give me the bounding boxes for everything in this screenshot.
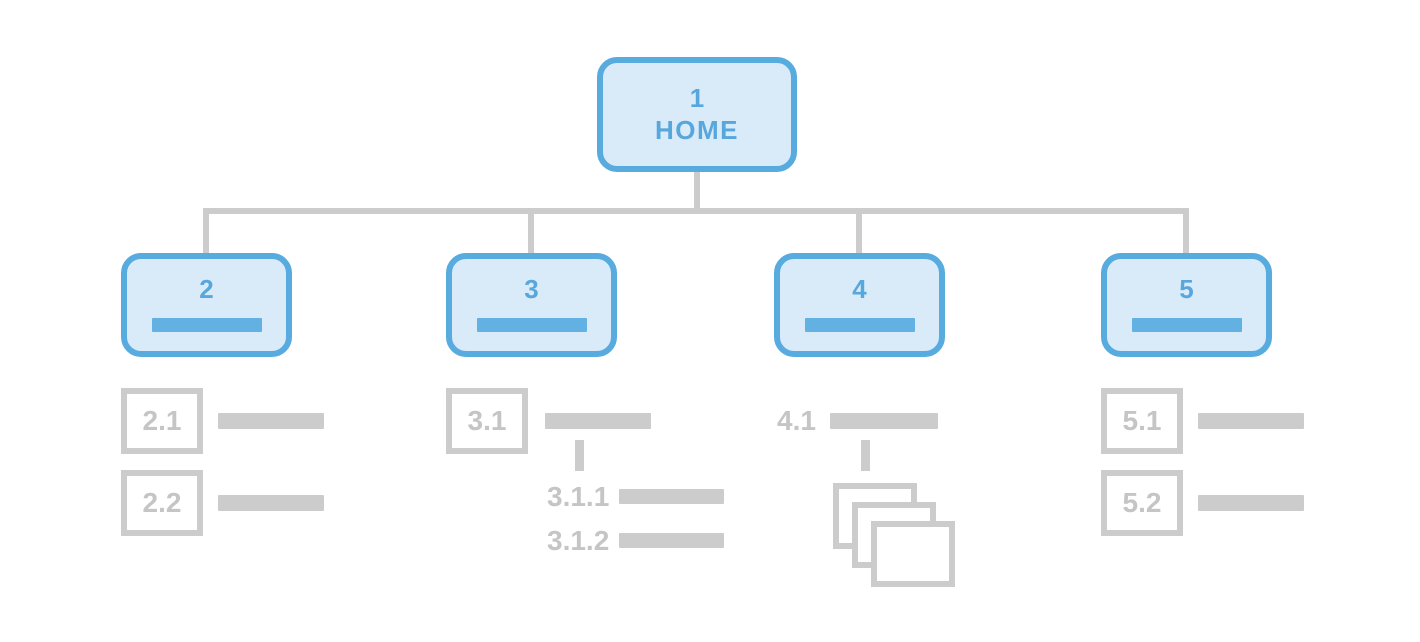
subpage-2-1-text-bar-placeholder: [218, 413, 324, 429]
subpage-3-1-text-bar-placeholder: [545, 413, 651, 429]
connector-drop-node3: [528, 208, 534, 254]
subpage-box-2-1: 2.1: [121, 388, 203, 454]
node-3-title-bar-placeholder: [476, 318, 587, 333]
subpage-box-5-1: 5.1: [1101, 388, 1183, 454]
subpage-2-2-text-bar-placeholder: [218, 495, 324, 511]
connector-root-stem: [694, 172, 700, 209]
node-3-number: 3: [524, 274, 539, 304]
subpage-box-2-2: 2.2: [121, 470, 203, 536]
subpage-3-1-2-label: 3.1.2: [547, 525, 610, 556]
node-home-label: HOME: [655, 115, 739, 145]
node-5-number: 5: [1179, 274, 1194, 304]
subpage-box-3-1: 3.1: [446, 388, 528, 454]
connector-trunk: [203, 208, 1189, 214]
node-4: 4: [774, 253, 945, 357]
connector-drop-node2: [203, 208, 209, 254]
node-4-title-bar-placeholder: [804, 318, 915, 333]
subpage-3-1-1-text-bar-placeholder: [619, 489, 724, 504]
node-5-title-bar-placeholder: [1131, 318, 1242, 333]
connector-drop-node5: [1183, 208, 1189, 254]
subpage-box-5-2: 5.2: [1101, 470, 1183, 536]
subpage-2-2-label: 2.2: [142, 487, 182, 518]
subpage-3-1-label: 3.1: [467, 405, 507, 436]
page-sheet-front: [871, 521, 955, 587]
subpage-3-1-2-text-bar-placeholder: [619, 533, 724, 548]
subpage-2-1-label: 2.1: [142, 405, 182, 436]
subpage-5-2-label: 5.2: [1122, 487, 1162, 518]
subpage-5-2-text-bar-placeholder: [1198, 495, 1304, 511]
connector-stub-3-1: [575, 440, 584, 471]
subpage-4-1-text-bar-placeholder: [830, 413, 938, 429]
node-2: 2: [121, 253, 292, 357]
subpage-5-1-label: 5.1: [1122, 405, 1162, 436]
connector-drop-node4: [856, 208, 862, 254]
subpage-4-1-label: 4.1: [777, 405, 816, 436]
connector-stub-4-1: [861, 440, 870, 471]
node-3: 3: [446, 253, 617, 357]
node-2-title-bar-placeholder: [151, 318, 262, 333]
subpage-3-1-1-label: 3.1.1: [547, 481, 610, 512]
node-2-number: 2: [199, 274, 214, 304]
node-home: 1 HOME: [597, 57, 797, 172]
stacked-pages-icon: [833, 483, 955, 587]
subpage-5-1-text-bar-placeholder: [1198, 413, 1304, 429]
node-5: 5: [1101, 253, 1272, 357]
node-home-number: 1: [689, 82, 705, 113]
node-4-number: 4: [852, 274, 867, 304]
